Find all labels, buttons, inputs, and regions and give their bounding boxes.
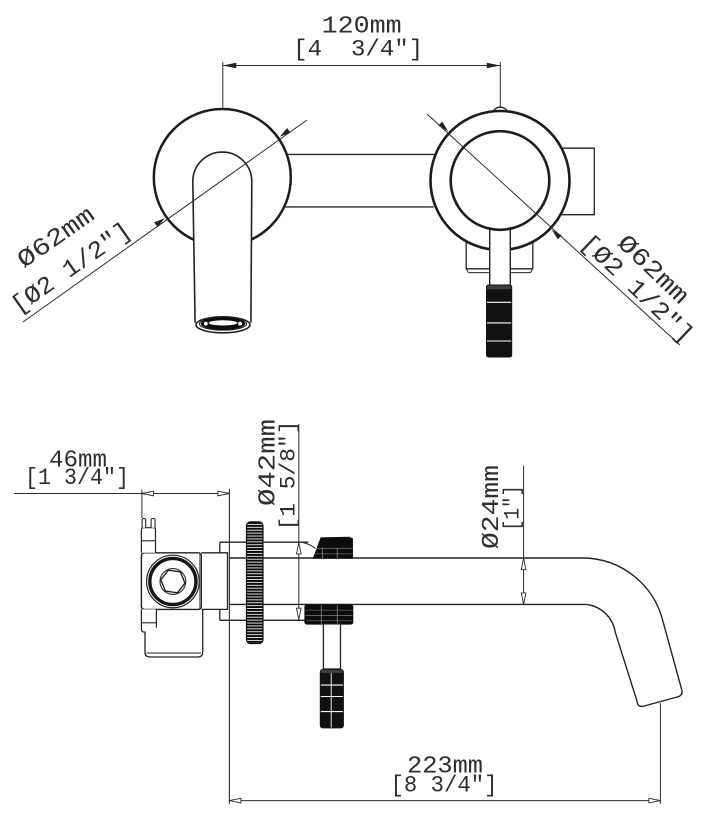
svg-text:Ø42mm: Ø42mm [256, 419, 283, 506]
svg-text:[1 3/4″]: [1 3/4″] [25, 465, 129, 491]
svg-text:120mm: 120mm [322, 14, 402, 41]
svg-text:[8 3/4″]: [8 3/4″] [391, 773, 498, 799]
svg-text:223mm: 223mm [407, 754, 483, 781]
svg-text:[1″]: [1″] [501, 485, 526, 531]
svg-text:[4 3/4″]: [4 3/4″] [293, 37, 423, 63]
svg-text:[1 5/8″]: [1 5/8″] [277, 421, 302, 531]
svg-text:Ø24mm: Ø24mm [479, 465, 506, 549]
svg-text:46mm: 46mm [49, 448, 107, 475]
